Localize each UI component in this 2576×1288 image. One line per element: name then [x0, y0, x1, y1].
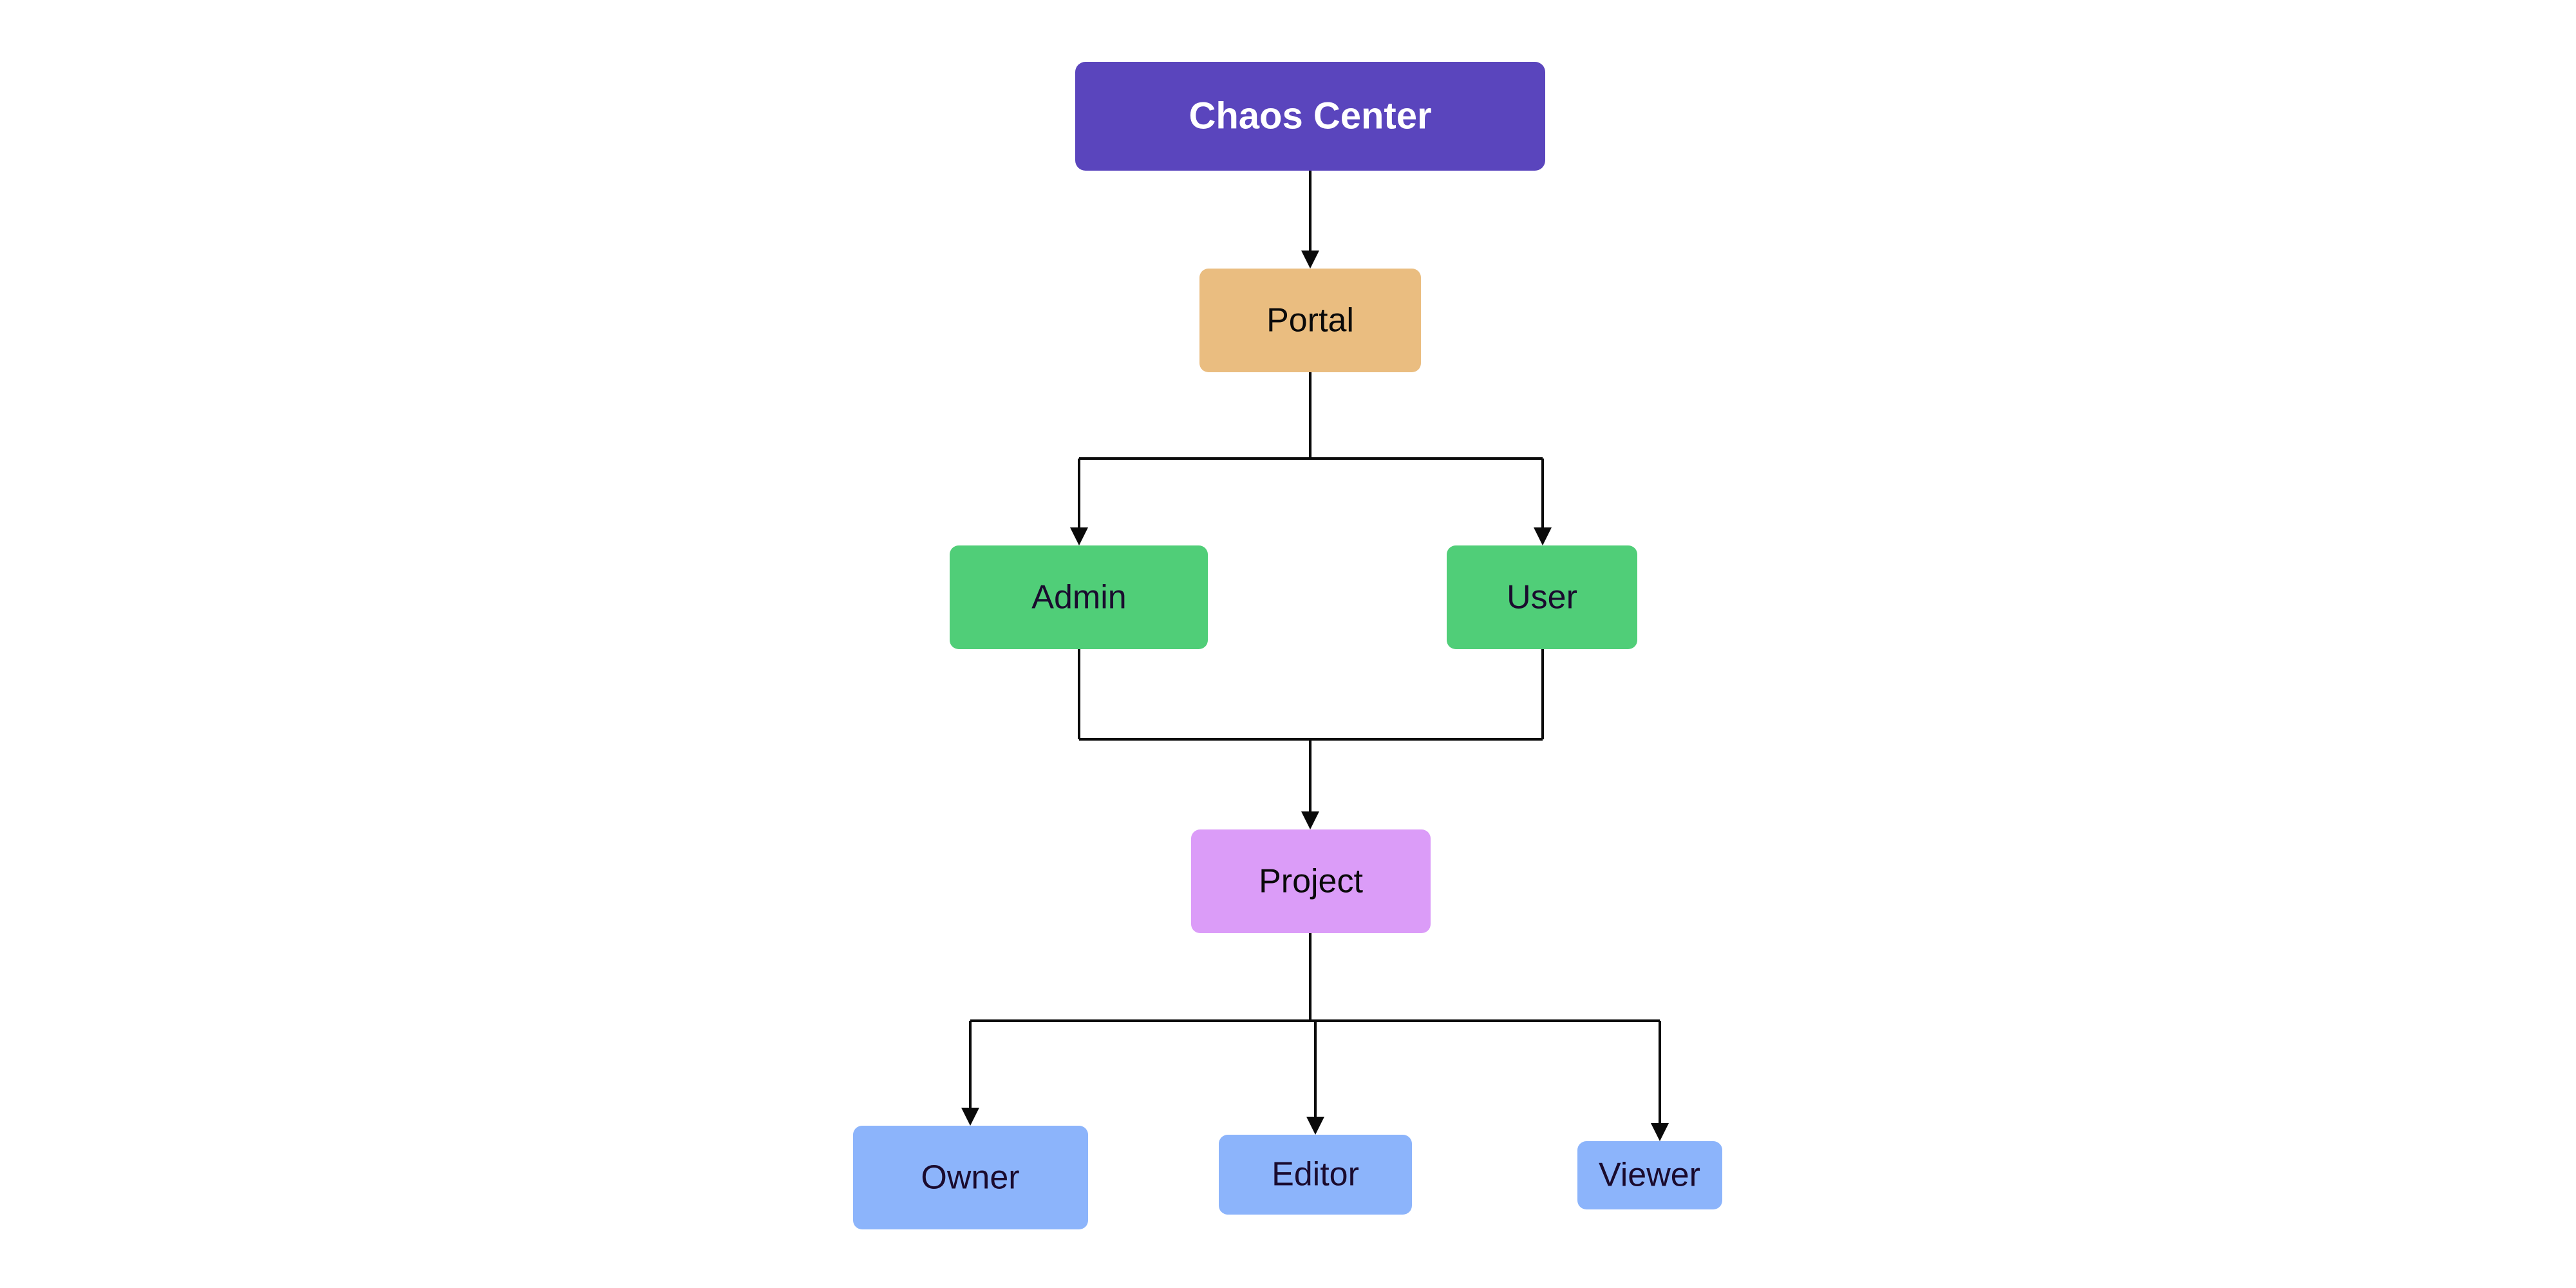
node-owner-shape[interactable] — [853, 1126, 1088, 1229]
arrow-head-user — [1534, 527, 1552, 545]
node-portal[interactable]: Portal — [1199, 269, 1421, 372]
edge-bus-to-editor — [1306, 1021, 1324, 1135]
node-layer: Chaos Center Portal Admin User Project — [853, 62, 1722, 1229]
node-admin-shape[interactable] — [950, 545, 1208, 649]
node-editor-shape[interactable] — [1219, 1135, 1412, 1215]
node-project[interactable]: Project — [1191, 829, 1431, 933]
node-chaos-center-shape[interactable] — [1075, 62, 1545, 171]
node-chaos-center-label: Chaos Center — [1189, 95, 1431, 137]
node-viewer-shape[interactable] — [1577, 1141, 1722, 1209]
edge-merge-to-project — [1301, 739, 1319, 829]
node-project-label: Project — [1259, 863, 1363, 900]
node-project-shape[interactable] — [1191, 829, 1431, 933]
arrow-head-editor — [1306, 1117, 1324, 1135]
node-chaos-center[interactable]: Chaos Center — [1075, 62, 1545, 171]
edge-bus-to-user — [1534, 459, 1552, 545]
edge-bus-to-owner — [961, 1021, 979, 1126]
node-user[interactable]: User — [1447, 545, 1637, 649]
node-viewer[interactable]: Viewer — [1577, 1141, 1722, 1209]
arrow-head-portal — [1301, 251, 1319, 269]
node-editor[interactable]: Editor — [1219, 1135, 1412, 1215]
node-user-shape[interactable] — [1447, 545, 1637, 649]
edge-portal-to-bus — [1079, 372, 1543, 460]
node-admin[interactable]: Admin — [950, 545, 1208, 649]
arrow-head-owner — [961, 1108, 979, 1126]
arrow-head-viewer — [1651, 1123, 1669, 1141]
node-owner[interactable]: Owner — [853, 1126, 1088, 1229]
node-owner-label: Owner — [921, 1159, 1019, 1197]
edge-chaos-center-to-portal — [1301, 171, 1319, 269]
edge-project-to-bus — [970, 933, 1660, 1022]
edge-bus-to-admin — [1070, 459, 1088, 545]
node-portal-shape[interactable] — [1199, 269, 1421, 372]
node-portal-label: Portal — [1266, 302, 1354, 339]
arrow-head-admin — [1070, 527, 1088, 545]
node-editor-label: Editor — [1272, 1156, 1359, 1193]
edge-bus-to-viewer — [1651, 1021, 1669, 1141]
node-user-label: User — [1507, 579, 1577, 616]
edge-layer — [961, 171, 1669, 1141]
arrow-head-project — [1301, 811, 1319, 829]
node-admin-label: Admin — [1031, 579, 1126, 616]
node-viewer-label: Viewer — [1599, 1157, 1700, 1194]
